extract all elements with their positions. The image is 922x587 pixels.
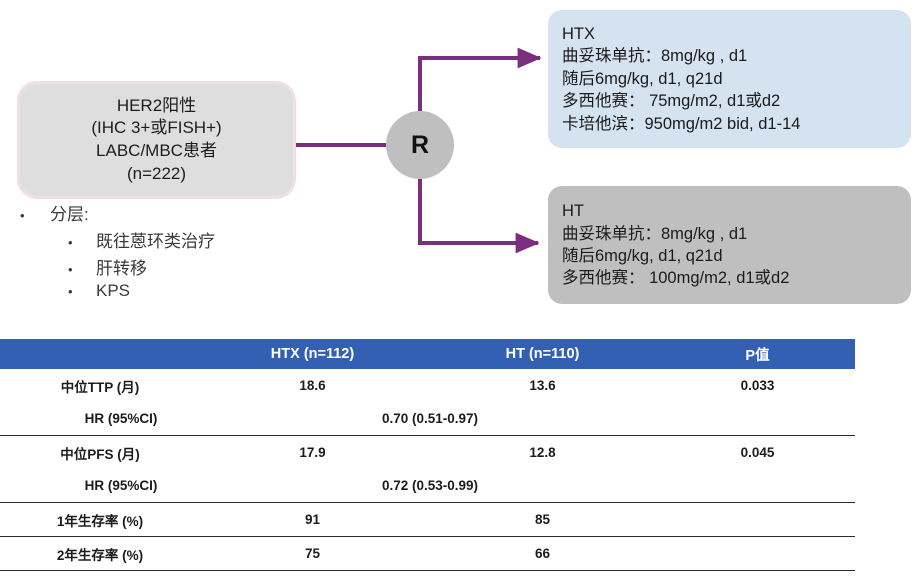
col-header-htx: HTX (n=112) — [200, 339, 425, 369]
bullet-icon: • — [68, 235, 73, 250]
results-table-wrapper: HTX (n=112) HT (n=110) P值 中位TTP (月) 18.6… — [0, 339, 922, 571]
arm-ht-line-3: 多西他赛： 100mg/m2, d1或d2 — [562, 269, 790, 288]
table-row: 中位TTP (月) 18.6 13.6 0.033 — [0, 369, 855, 402]
trial-schema-diagram: HER2阳性 (IHC 3+或FISH+) LABC/MBC患者 (n=222)… — [14, 10, 911, 304]
stratification-heading: 分层: — [50, 205, 89, 224]
population-line-3: LABC/MBC患者 — [96, 141, 217, 160]
cell-hr-value: 0.72 (0.53-0.99) — [200, 469, 855, 503]
table-row: 1年生存率 (%) 91 85 — [0, 502, 855, 537]
stratification-item: • KPS — [14, 281, 314, 301]
connector-r-to-ht — [418, 179, 540, 254]
bullet-icon: • — [20, 208, 25, 223]
cell-ht: 66 — [425, 536, 660, 571]
table-row: HR (95%CI) 0.72 (0.53-0.99) — [0, 469, 855, 503]
results-table: HTX (n=112) HT (n=110) P值 中位TTP (月) 18.6… — [0, 339, 855, 571]
cell-htx: 91 — [200, 502, 425, 537]
stratification-item-label: KPS — [96, 281, 131, 300]
arm-htx-title: HTX — [562, 24, 595, 43]
row-label: 1年生存率 (%) — [0, 502, 200, 537]
arm-ht-title: HT — [562, 202, 584, 221]
bullet-icon: • — [68, 284, 73, 299]
arm-box-ht: HT 曲妥珠单抗：8mg/kg , d1 随后6mg/kg, d1, q21d … — [548, 186, 911, 304]
results-table-head: HTX (n=112) HT (n=110) P值 — [0, 339, 855, 369]
row-label: 2年生存率 (%) — [0, 536, 200, 571]
row-label: 中位PFS (月) — [60, 446, 140, 462]
arm-htx-line-1: 曲妥珠单抗：8mg/kg , d1 — [562, 47, 748, 66]
row-label: 中位TTP (月) — [60, 379, 140, 395]
stratification-heading-row: • 分层: — [14, 200, 314, 225]
cell-p — [660, 502, 855, 537]
table-row: 中位PFS (月) 17.9 12.8 0.045 — [0, 436, 855, 470]
col-header-ht: HT (n=110) — [425, 339, 660, 369]
cell-p: 0.033 — [740, 378, 775, 393]
col-header-label — [0, 339, 200, 369]
stratification-item: • 肝转移 — [14, 254, 314, 279]
stratification-list: • 分层: • 既往蒽环类治疗 • 肝转移 • KPS — [14, 200, 314, 303]
randomization-label: R — [410, 130, 430, 159]
stratification-item-label: 既往蒽环类治疗 — [96, 232, 215, 251]
randomization-node: R — [386, 111, 454, 179]
hr-value-text: 0.72 (0.53-0.99) — [381, 478, 479, 493]
arm-htx-line-4: 卡培他滨：950mg/m2 bid, d1-14 — [562, 114, 801, 133]
arm-ht-line-1: 曲妥珠单抗：8mg/kg , d1 — [562, 224, 748, 243]
stratification-item-label: 肝转移 — [96, 259, 147, 278]
population-line-1: HER2阳性 — [116, 95, 197, 115]
arm-ht-line-2: 随后6mg/kg, d1, q21d — [562, 247, 723, 265]
table-row: HR (95%CI) 0.70 (0.51-0.97) — [0, 402, 855, 436]
arm-box-htx: HTX 曲妥珠单抗：8mg/kg , d1 随后6mg/kg, d1, q21d… — [548, 10, 911, 148]
cell-ht: 12.8 — [529, 445, 556, 460]
cell-ht: 13.6 — [529, 378, 556, 393]
cell-p — [660, 536, 855, 571]
hr-value-text: 0.70 (0.51-0.97) — [381, 411, 479, 426]
cell-htx: 18.6 — [299, 378, 326, 393]
arm-htx-line-2: 随后6mg/kg, d1, q21d — [562, 69, 723, 88]
cell-hr-value: 0.70 (0.51-0.97) — [200, 402, 855, 436]
cell-htx: 75 — [200, 536, 425, 571]
population-line-4: (n=222) — [126, 163, 187, 183]
cell-p: 0.045 — [740, 445, 775, 460]
table-header-row: HTX (n=112) HT (n=110) P值 — [0, 339, 855, 369]
population-line-2: (IHC 3+或FISH+) — [91, 118, 222, 138]
cell-ht: 85 — [425, 502, 660, 537]
row-label: HR (95%CI) — [0, 469, 200, 503]
results-table-body: 中位TTP (月) 18.6 13.6 0.033 HR (95%CI) 0.7… — [0, 369, 855, 571]
col-header-p: P值 — [660, 339, 855, 369]
arm-htx-line-3: 多西他赛： 75mg/m2, d1或d2 — [562, 92, 781, 111]
table-row: 2年生存率 (%) 75 66 — [0, 536, 855, 571]
row-label: HR (95%CI) — [0, 402, 200, 436]
stratification-item: • 既往蒽环类治疗 — [14, 227, 314, 252]
population-box: HER2阳性 (IHC 3+或FISH+) LABC/MBC患者 (n=222) — [17, 81, 296, 199]
connector-r-to-htx — [418, 47, 542, 111]
cell-htx: 17.9 — [299, 445, 326, 460]
bullet-icon: • — [68, 262, 73, 277]
